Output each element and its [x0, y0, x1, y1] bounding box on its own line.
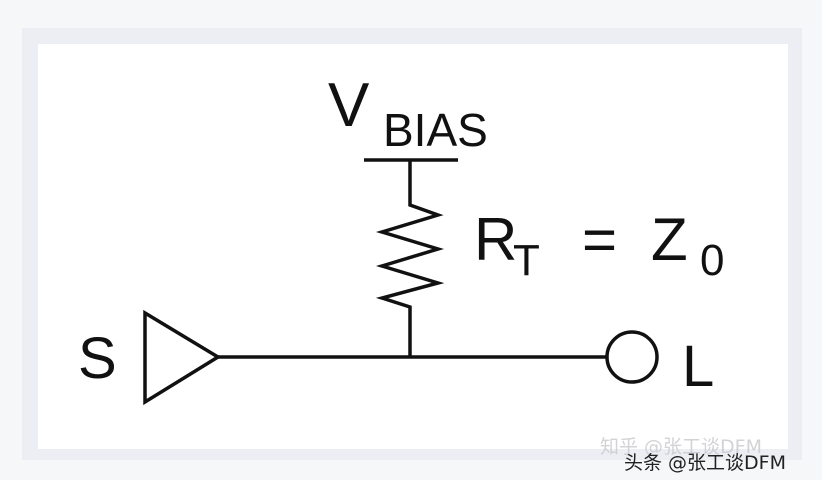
resistor	[375, 160, 445, 357]
toutiao-watermark: 头条 @张工谈DFM	[624, 452, 786, 474]
driver-triangle	[143, 309, 222, 406]
resistor-label: R	[474, 206, 517, 273]
impedance-label: Z	[651, 206, 688, 273]
load-node	[605, 330, 659, 384]
source-label: S	[78, 326, 117, 391]
equals-sign: =	[582, 206, 617, 273]
inner-panel	[38, 44, 788, 449]
supply-subscript: BIAS	[383, 104, 488, 156]
load-label: L	[682, 334, 714, 399]
supply-label: V	[328, 71, 370, 140]
impedance-subscript: 0	[700, 236, 724, 285]
resistor-subscript: T	[513, 236, 540, 285]
zhihu-watermark: 知乎 @张工谈DFM	[600, 436, 762, 458]
